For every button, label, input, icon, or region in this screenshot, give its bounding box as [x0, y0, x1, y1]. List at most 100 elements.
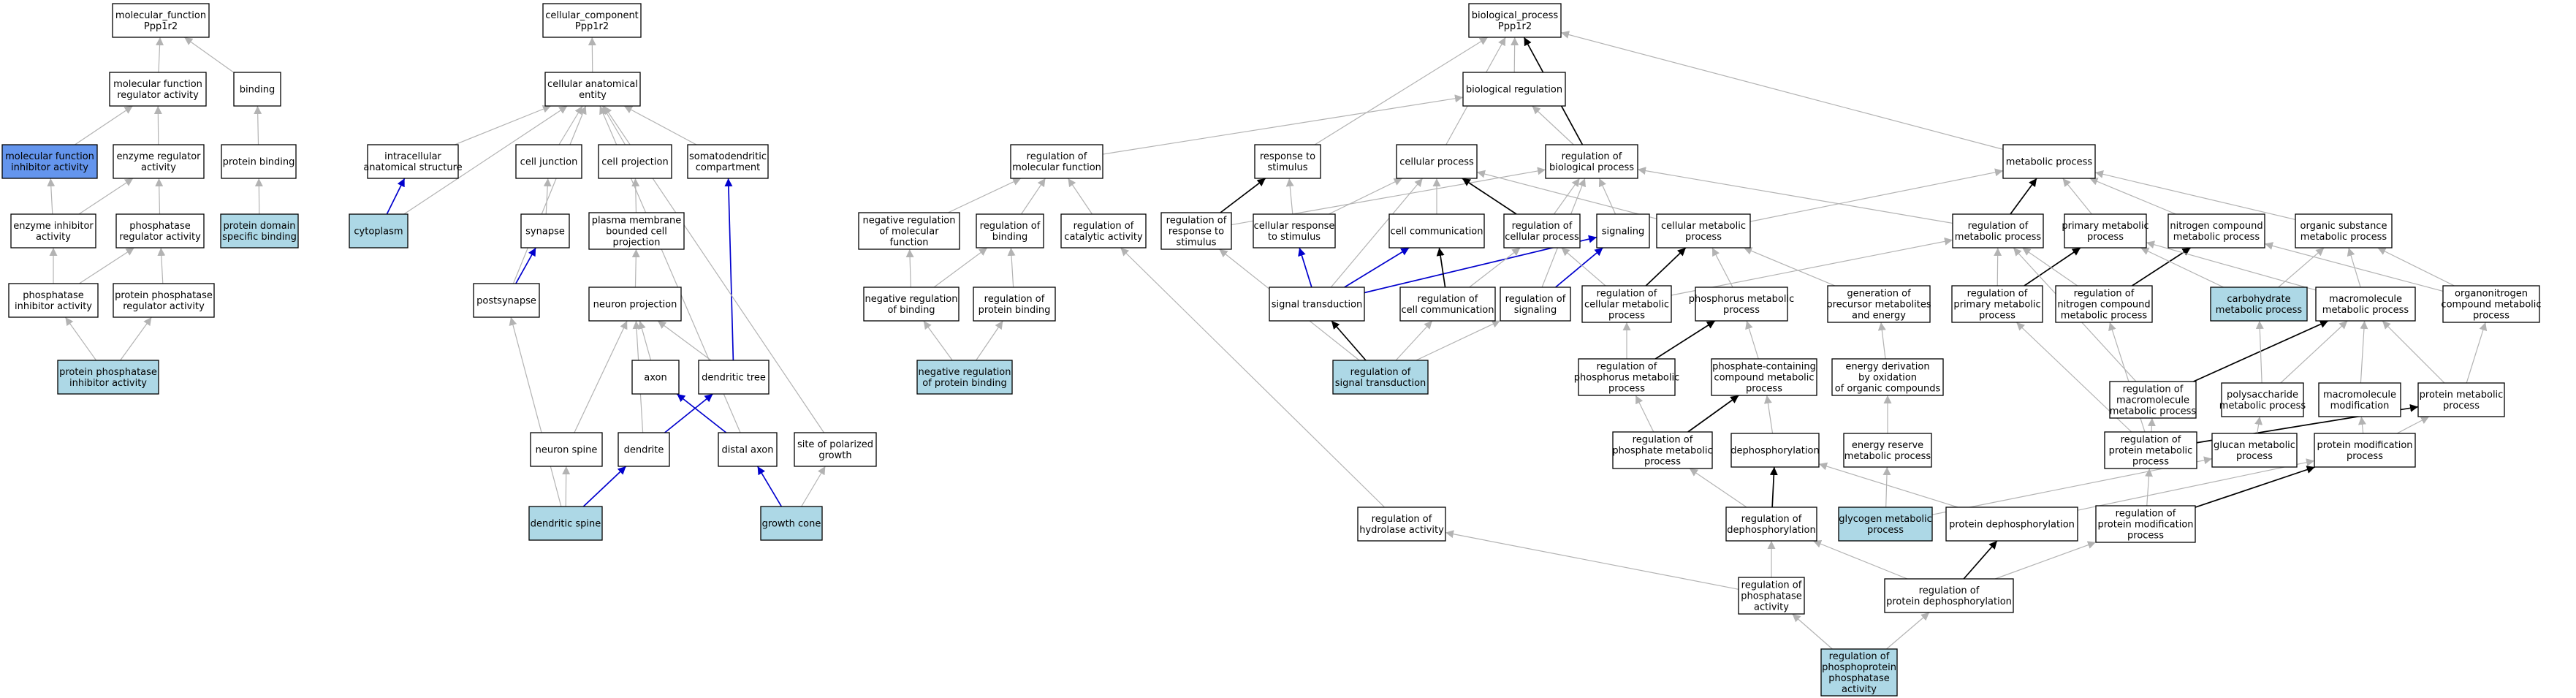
- term-node-dephos[interactable]: dephosphorylation: [1730, 433, 1820, 468]
- term-node-reg-ppp[interactable]: regulation ofphosphoproteinphosphataseac…: [1820, 648, 1898, 697]
- term-node-synapse[interactable]: synapse: [520, 213, 570, 249]
- edge-part-of-regulates: [676, 393, 727, 433]
- term-node-breg[interactable]: biological regulation: [1462, 72, 1566, 107]
- term-node-cjunc[interactable]: cell junction: [515, 144, 582, 179]
- edge-is-a: [976, 320, 1003, 361]
- edge-part-of-regulates: [582, 466, 627, 507]
- term-node-prot-dephos[interactable]: protein dephosphorylation: [1945, 507, 2078, 542]
- term-label: organic substance: [2300, 221, 2387, 232]
- term-node-prot-binding[interactable]: protein binding: [221, 144, 297, 179]
- term-label: protein binding: [223, 157, 295, 168]
- edge-is-a: [1395, 320, 1433, 361]
- term-node-cproj[interactable]: cell projection: [598, 144, 672, 179]
- term-node-dtree[interactable]: dendritic tree: [698, 360, 770, 395]
- term-node-dendrite[interactable]: dendrite: [618, 432, 670, 467]
- term-node-nproj[interactable]: neuron projection: [588, 287, 682, 322]
- term-node-ccomm[interactable]: cell communication: [1388, 213, 1485, 249]
- term-node-cell-proc[interactable]: cellular process: [1396, 144, 1478, 179]
- edge-is-a: [574, 320, 628, 433]
- edge-is-a: [2140, 247, 2224, 288]
- term-node-metab[interactable]: metabolic process: [2002, 144, 2096, 179]
- term-node-postsyn[interactable]: postsynapse: [473, 283, 540, 318]
- term-node-axon[interactable]: axon: [631, 360, 680, 395]
- term-label: stimulus: [1267, 162, 1307, 173]
- term-node-cytoplasm[interactable]: cytoplasm: [349, 213, 409, 249]
- edge-is-a: [2357, 416, 2366, 434]
- edge-part-of-regulates: [1298, 247, 1312, 288]
- edge-is-a: [1749, 168, 2004, 222]
- term-node-binding[interactable]: binding: [233, 72, 281, 107]
- term-node-signaling[interactable]: signaling: [1596, 213, 1650, 249]
- term-node-dspine[interactable]: dendritic spine: [528, 506, 603, 541]
- edge-is-a: [2264, 242, 2444, 292]
- term-node-daxon[interactable]: distal axon: [718, 432, 778, 467]
- term-node-nspine[interactable]: neuron spine: [530, 432, 603, 467]
- term-node-gcone[interactable]: growth cone: [760, 506, 823, 541]
- term-node-sig-trans[interactable]: signal transduction: [1269, 287, 1365, 322]
